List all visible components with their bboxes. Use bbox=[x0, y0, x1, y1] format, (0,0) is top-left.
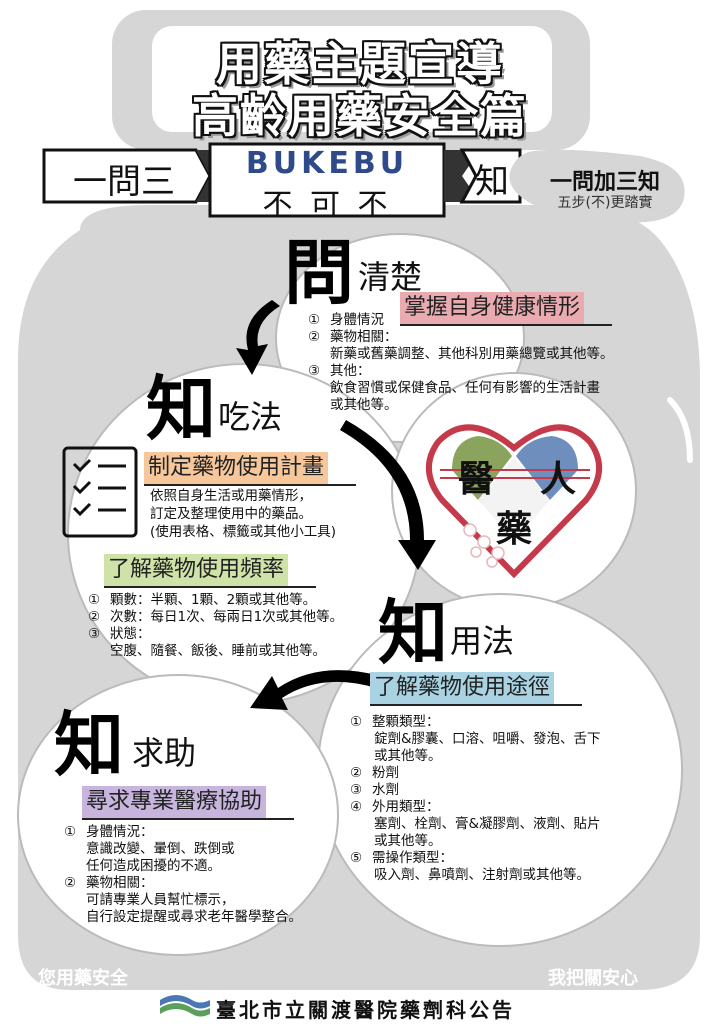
list-item-line: ⑤ 需操作類型： bbox=[350, 850, 453, 867]
plan-underline bbox=[144, 484, 356, 486]
title-line-2: 高齡用藥安全篇 bbox=[192, 89, 528, 143]
list-item-line: 錠劑&膠囊、口溶、咀嚼、發泡、舌下 bbox=[374, 731, 601, 747]
help-big-char: 知 bbox=[54, 704, 124, 786]
plan-description-line: (使用表格、標籤或其他小工具) bbox=[150, 524, 337, 540]
arrow-to-eat bbox=[236, 300, 280, 375]
list-item-line: 或其他等。 bbox=[330, 397, 398, 413]
list-item-line: 任何造成困擾的不適。 bbox=[86, 858, 221, 874]
list-item-line: ③ 其他： bbox=[308, 363, 371, 380]
list-item-line: 飲食習慣或保健食品、任何有影響的生活計畫 bbox=[330, 380, 600, 396]
list-item-text: 水劑 bbox=[372, 782, 399, 798]
list-item-number: ① bbox=[64, 824, 77, 840]
ask-underline bbox=[400, 324, 612, 326]
list-item-line: ② 藥物相關： bbox=[64, 875, 154, 892]
list-item-text: 粉劑 bbox=[372, 765, 399, 781]
list-item-text: 顆數：半顆、1顆、2顆或其他等。 bbox=[110, 592, 317, 608]
banner-right-text: 知 bbox=[475, 162, 509, 202]
footer-right-slogan: 我把關安心 bbox=[548, 968, 638, 989]
list-item-text: 身體情況： bbox=[86, 824, 154, 840]
checklist-icon-shape bbox=[62, 446, 138, 538]
list-item-text: 藥物相關： bbox=[86, 875, 154, 891]
list-item-line: 可請專業人員幫忙標示， bbox=[86, 892, 235, 908]
banner-center-bottom: 不 可 不 bbox=[262, 188, 392, 223]
list-item-text: 次數：每日1次、每兩日1次或其他等。 bbox=[110, 609, 344, 625]
list-item-number: ① bbox=[350, 714, 363, 730]
list-item-number: ② bbox=[308, 329, 321, 345]
route-highlight: 了解藥物使用途徑 bbox=[370, 672, 555, 704]
list-item-number: ③ bbox=[88, 626, 101, 642]
arrow-to-help bbox=[250, 670, 380, 710]
ask-big-char: 問 bbox=[284, 232, 354, 314]
list-item-line: ③ 水劑 bbox=[350, 782, 399, 799]
list-item-text: 外用類型： bbox=[372, 799, 440, 815]
eat-big-char: 知 bbox=[146, 368, 216, 450]
list-item-line: ② 粉劑 bbox=[350, 765, 399, 782]
use-big-char: 知 bbox=[378, 592, 448, 674]
list-item-text: 狀態： bbox=[110, 626, 151, 642]
list-item-text: 整顆類型： bbox=[372, 714, 440, 730]
list-item-line: ④ 外用類型： bbox=[350, 799, 440, 816]
frequency-highlight: 了解藥物使用頻率 bbox=[104, 554, 289, 586]
route-underline bbox=[370, 704, 582, 706]
list-item-number: ③ bbox=[350, 782, 363, 798]
list-item-line: ① 整顆類型： bbox=[350, 714, 440, 731]
list-item-line: 自行設定提醒或尋求老年醫學整合。 bbox=[86, 909, 302, 925]
list-item-number: ① bbox=[308, 312, 321, 328]
list-item-number: ⑤ bbox=[350, 850, 363, 866]
tagline-sub: 五步(不)更踏實 bbox=[557, 195, 653, 211]
list-item-line: ② 次數：每日1次、每兩日1次或其他等。 bbox=[88, 609, 343, 626]
help-label: 求助 bbox=[132, 734, 197, 772]
eat-label: 吃法 bbox=[218, 398, 283, 436]
list-item-line: ① 顆數：半顆、1顆、2顆或其他等。 bbox=[88, 592, 316, 609]
list-item-line: 空腹、隨餐、飯後、睡前或其他等。 bbox=[110, 643, 326, 659]
footer-organization: 臺北市立關渡醫院藥劑科公告 bbox=[216, 998, 515, 1022]
list-item-number: ② bbox=[64, 875, 77, 891]
banner-center-top: BUKEBU bbox=[245, 146, 409, 181]
list-item-line: 意識改變、暈倒、跌倒或 bbox=[86, 841, 235, 857]
list-item-number: ③ bbox=[308, 363, 321, 379]
list-item-line: ② 藥物相關： bbox=[308, 329, 398, 346]
list-item-line: ① 身體情況 bbox=[308, 312, 384, 329]
help-underline bbox=[82, 818, 294, 820]
list-item-number: ① bbox=[88, 592, 101, 608]
heart-doctor-char: 醫 bbox=[458, 459, 495, 500]
help-highlight: 尋求專業醫療協助 bbox=[82, 786, 267, 818]
logo-waves bbox=[160, 995, 210, 1017]
plan-highlight: 制定藥物使用計畫 bbox=[144, 452, 329, 484]
tagline-main: 一問加三知 bbox=[549, 170, 660, 195]
banner-shape bbox=[42, 142, 522, 218]
ask-label: 清楚 bbox=[358, 258, 423, 296]
list-item-number: ② bbox=[350, 765, 363, 781]
list-item-line: 或其他等。 bbox=[374, 748, 442, 764]
list-item-number: ④ bbox=[350, 799, 363, 815]
footer-left-slogan: 您用藥安全 bbox=[38, 968, 128, 989]
plan-description-line: 訂定及整理使用中的藥品。 bbox=[150, 506, 312, 522]
list-item-text: 身體情況 bbox=[330, 312, 384, 328]
arrow-to-use bbox=[340, 420, 436, 570]
title-line-1: 用藥主題宣導 bbox=[216, 37, 504, 91]
list-item-line: ① 身體情況： bbox=[64, 824, 154, 841]
checklist-icon bbox=[64, 448, 136, 536]
plan-description-line: 依照自身生活或用藥情形， bbox=[150, 488, 312, 504]
list-item-number: ② bbox=[88, 609, 101, 625]
list-item-line: 新藥或舊藥調整、其他科別用藥總覽或其他等。 bbox=[330, 346, 614, 362]
list-item-line: 塞劑、栓劑、膏&凝膠劑、液劑、貼片 bbox=[374, 816, 601, 832]
list-item-line: ③ 狀態： bbox=[88, 626, 151, 643]
heart-medicine-char: 藥 bbox=[496, 509, 533, 550]
list-item-text: 需操作類型： bbox=[372, 850, 453, 866]
frequency-underline bbox=[104, 586, 316, 588]
list-item-text: 藥物相關： bbox=[330, 329, 398, 345]
banner-left-text: 一問三 bbox=[73, 162, 175, 202]
ask-highlight: 掌握自身健康情形 bbox=[400, 292, 585, 324]
list-item-line: 吸入劑、鼻噴劑、注射劑或其他等。 bbox=[374, 867, 590, 883]
list-item-line: 或其他等。 bbox=[374, 833, 442, 849]
list-item-text: 其他： bbox=[330, 363, 371, 379]
heart-person-char: 人 bbox=[540, 459, 577, 500]
use-label: 用法 bbox=[450, 622, 515, 660]
